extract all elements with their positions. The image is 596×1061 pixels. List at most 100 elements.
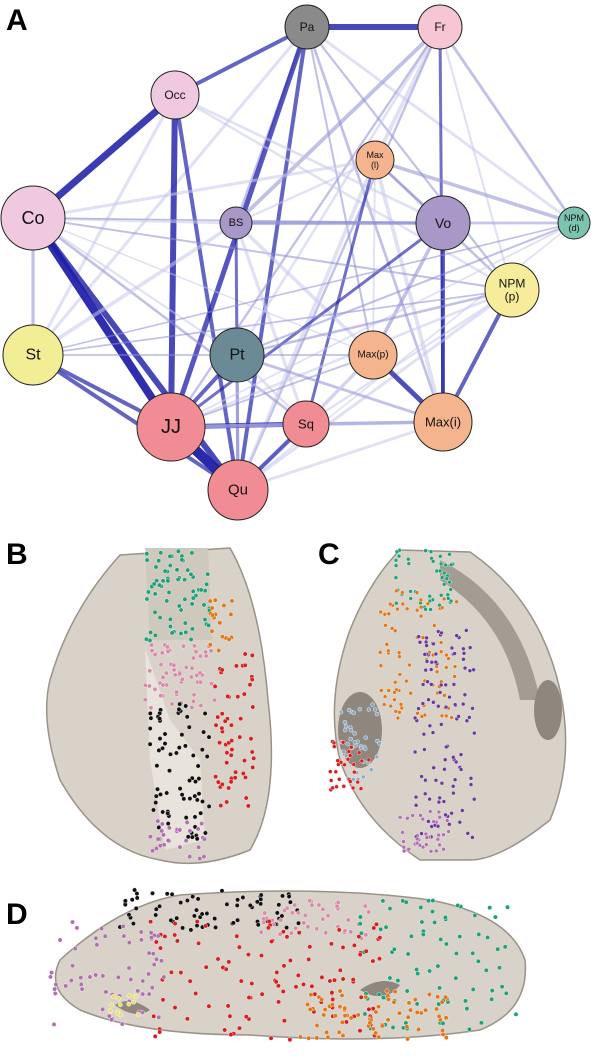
landmark-dot [461,651,467,656]
landmark-dot [187,978,193,984]
node-label: Pa [300,20,315,34]
edge-NPMp-St [32,289,513,356]
landmark-dot [423,778,428,783]
landmark-dot [461,646,466,651]
landmark-dot [397,815,403,820]
landmark-dot [235,694,241,700]
landmark-dot [292,902,298,908]
landmark-dot [457,820,462,825]
landmark-dot [406,561,411,566]
landmark-dot [343,753,349,758]
landmark-dot [280,929,286,935]
landmark-dot [377,956,382,962]
landmark-dot [79,986,85,992]
landmark-dot [241,691,247,697]
landmark-dot [199,911,205,917]
landmark-dot [380,995,386,1000]
landmark-dot [182,596,188,602]
landmark-dot [126,965,132,971]
landmark-dot [339,1019,345,1025]
landmark-dot [191,692,197,698]
landmark-dot [435,824,441,829]
landmark-dot [133,994,139,1000]
landmark-dot [382,702,387,707]
landmark-dot [370,702,375,707]
landmark-dot [472,797,477,802]
landmark-dot [447,580,452,585]
landmark-dot [150,848,156,854]
landmark-dot [329,778,334,783]
landmark-dot [396,650,402,655]
landmark-dot [215,714,221,720]
landmark-dot [342,762,347,767]
edge-St-Qu [31,353,240,492]
landmark-dot [427,796,432,802]
landmark-dot [234,933,240,939]
landmark-dot [153,906,159,912]
landmark-dot [436,799,442,805]
edge-Fr-NPMd [438,26,576,224]
landmark-dot [437,690,443,695]
landmark-dot [370,1026,376,1032]
landmark-dot [208,648,214,654]
landmark-dot [427,723,433,728]
edge-Fr-NPMp [438,26,514,291]
landmark-dot [415,711,420,716]
landmark-dot [397,710,402,715]
landmark-dot [330,997,336,1002]
landmark-dot [350,977,356,982]
landmark-dot [423,639,429,645]
landmark-dot [322,1007,328,1012]
node-label: Fr [434,20,445,34]
landmark-dot [445,818,450,823]
landmark-dot [279,913,285,919]
landmark-dot [258,929,264,935]
node-vo: Vo [415,195,471,251]
edge-NPMd-Qu [237,222,575,491]
landmark-dot [431,765,436,770]
landmark-dot [433,651,439,657]
landmark-dot [225,694,231,699]
landmark-dot [287,899,293,905]
landmark-dot [246,995,252,1000]
landmark-dot [280,989,286,994]
landmark-dot [281,963,287,969]
landmark-dot [156,748,162,753]
landmark-dot [160,674,166,680]
landmark-dot [439,682,444,688]
edge-Pa-St [31,25,309,357]
landmark-dot [350,785,356,791]
landmark-dot [341,784,346,789]
node-label: Vo [435,215,452,231]
landmark-dot [424,643,429,648]
landmark-dot [306,1035,311,1041]
landmark-dot [184,714,190,720]
landmark-dot [330,785,335,791]
landmark-dot [416,706,421,711]
landmark-dot [359,758,364,764]
landmark-dot [196,844,202,850]
landmark-dot [305,1002,310,1007]
landmark-dot [187,854,193,859]
landmark-dot [376,1034,382,1040]
landmark-dot [337,1004,343,1010]
landmark-dot [217,740,223,746]
landmark-dot [440,1032,446,1037]
landmark-dot [100,973,106,979]
landmark-dot [309,983,315,989]
landmark-dot [275,983,281,989]
landmark-dot [306,957,312,962]
landmark-dot [226,959,232,965]
landmark-dot [273,979,279,985]
landmark-dot [102,933,108,939]
landmark-dot [431,641,436,647]
landmark-dot [301,920,307,926]
landmark-dot [167,768,172,774]
landmark-dot [371,925,377,931]
landmark-dot [439,713,445,718]
landmark-dot [219,725,225,731]
landmark-dot [128,977,134,982]
landmark-dot [413,803,419,808]
landmark-dot [146,991,152,997]
landmark-dot [309,902,315,908]
